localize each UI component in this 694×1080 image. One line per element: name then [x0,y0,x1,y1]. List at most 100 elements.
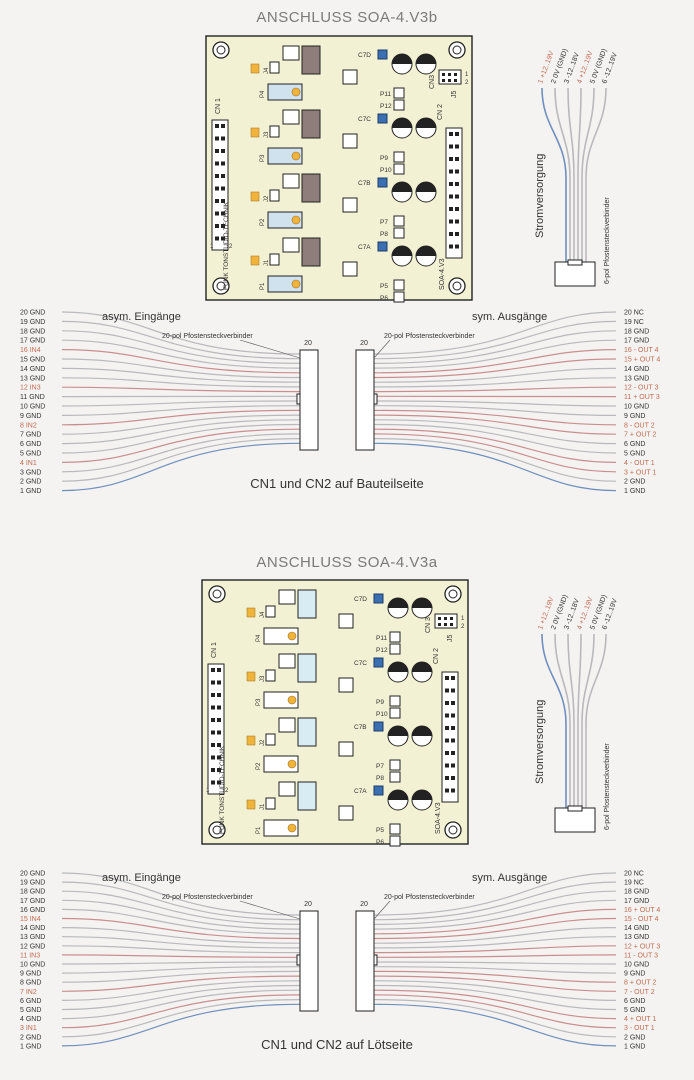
inputs-label: asym. Eingänge [102,872,181,884]
test-point-icon [389,707,401,719]
input-pin-label: 11 IN3 [20,952,40,959]
connector-key [373,393,378,405]
output-wire [373,970,617,983]
header-pin [445,676,449,680]
input-pin-label: 20 GND [20,310,45,317]
cn2-label: CN 2 [437,104,444,120]
input-pin-label: 6 GND [20,998,41,1005]
header-pin [438,623,441,626]
pot-label: P12 [380,103,392,110]
header-pin [221,124,225,128]
input-pin-label: 2 GND [20,1034,41,1041]
input-wire [61,890,301,925]
pot-label: P2 [260,218,266,226]
header-pin [449,144,453,149]
output-pin-label: 17 GND [624,898,649,905]
test-point-icon [393,163,405,175]
header-pin [451,763,455,768]
output-pin-label: 4 + OUT 1 [624,1016,656,1023]
small-ic [278,653,296,669]
input-wire [61,433,301,473]
input-wire [61,386,301,393]
header-pin [455,157,459,161]
input-pin-label: 2 GND [20,479,41,486]
output-pin-label: 15 + OUT 4 [624,357,660,364]
header-pin [451,701,455,705]
header-pin [217,743,221,747]
connector-label: 20-pol Pfostensteckverbinder [162,333,253,340]
header-pin [449,169,453,174]
small-ic [338,741,354,757]
header-pin [221,161,225,166]
power-wire [581,87,595,264]
test-point-icon [393,279,405,291]
header-pin [445,776,449,780]
output-wire [373,881,617,921]
pot-label: P6 [380,295,388,302]
output-pin-label: 18 GND [624,889,649,896]
input-wire [61,872,301,916]
small-capacitor [250,63,260,74]
header-pin [215,224,219,228]
header-pin [454,79,457,82]
trim-block [267,275,303,293]
input-wire [61,377,301,388]
trimmer-pot-icon [291,151,301,161]
capacitor-label: C7D [354,596,367,603]
header-pin [444,617,447,620]
input-wire [61,881,301,921]
cn1-label: CN 1 [215,98,222,114]
opamp-chip [301,109,321,139]
output-pin-label: 19 NC [624,880,644,887]
capacitor-fill [388,662,408,672]
header-pin [211,755,215,760]
header-pin [217,730,221,735]
output-pin-label: 13 GND [624,375,649,382]
pot-label: P10 [380,167,392,174]
test-point-icon [389,643,401,655]
mounting-hole-icon [448,277,466,295]
small-ic [342,261,358,277]
input-pin-label: 18 GND [20,889,45,896]
capacitor-label: C7C [358,116,371,123]
header-pin [217,768,221,772]
input-pin-label: 14 GND [20,925,45,932]
capacitor-fill [388,726,408,736]
output-pin-label: 1 GND [624,1043,645,1050]
right-20pin-connector [355,910,375,1012]
header-pin [438,617,441,620]
small-ic [282,173,300,189]
small-ic [282,45,300,61]
input-wire [61,405,301,416]
jumper-label: J1 [264,259,270,266]
output-pin-label: 10 GND [624,962,649,969]
output-wire [373,975,617,992]
mounting-hole-inner [212,825,222,835]
cn1-label: CN 1 [211,642,218,658]
output-wire [373,945,617,954]
input-pin-label: 15 GND [20,357,45,364]
test-point-icon [393,99,405,111]
input-pin-label: 15 IN4 [20,916,41,923]
output-wire [373,999,617,1038]
capacitor-label: C7B [358,180,371,187]
header-pin [451,776,455,780]
output-wire [373,442,617,492]
opamp-chip [301,45,321,75]
output-pin-label: 14 GND [624,366,649,373]
input-wire [61,975,301,992]
test-point-icon [393,291,405,303]
mounting-hole-icon [444,585,462,603]
header-pin [451,738,455,743]
output-pin-label: 3 - OUT 1 [624,1025,655,1032]
header-pin [449,244,453,249]
capacitor-fill [392,118,412,128]
capacitor-label: C7B [354,724,367,731]
small-ic [278,589,296,605]
output-pin-label: 7 + OUT 2 [624,432,656,439]
opamp-chip [297,589,317,619]
header-pin [450,623,453,626]
pin1-label: 1 [210,244,214,250]
output-wire [373,899,617,930]
header-pin [455,194,459,199]
